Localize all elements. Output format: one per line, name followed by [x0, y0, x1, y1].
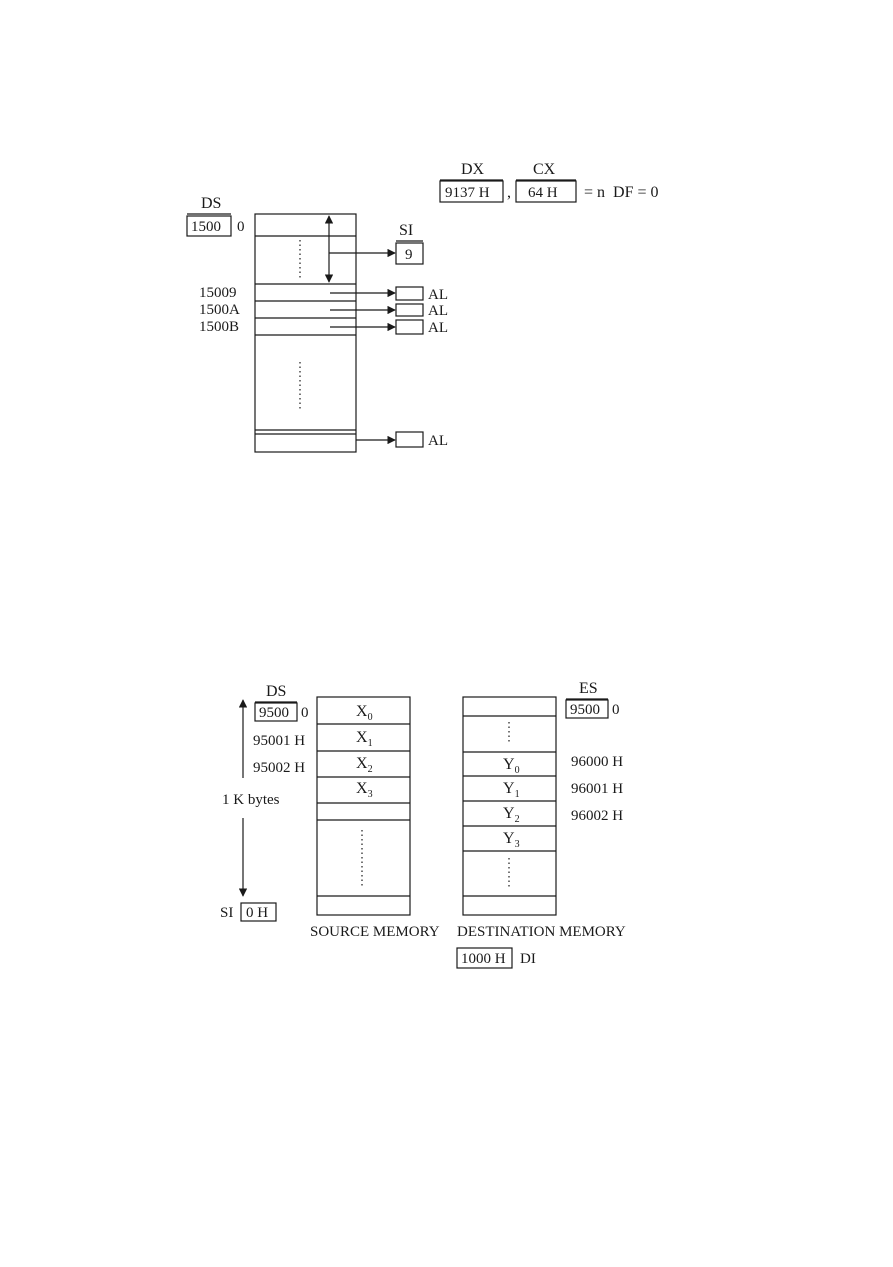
ds-value: 9500	[259, 705, 289, 721]
destination-cell: Y2	[503, 805, 520, 825]
al-label: AL	[428, 320, 448, 336]
al-label: AL	[428, 303, 448, 319]
cx-register-box	[515, 180, 577, 203]
al-label: AL	[428, 287, 448, 303]
separator: ,	[507, 184, 511, 201]
si-value: 0 H	[246, 905, 268, 921]
memory-block	[254, 213, 357, 453]
count-equation: = n DF = 0	[584, 184, 659, 201]
source-address-label: 95001 H	[253, 733, 305, 749]
dx-label: DX	[461, 161, 485, 178]
size-label: 1 K bytes	[222, 792, 280, 808]
address-label: 1500B	[199, 319, 239, 335]
al-register-box	[395, 286, 424, 301]
dx-value: 9137 H	[445, 185, 490, 201]
destination-cell: Y1	[503, 780, 520, 800]
source-address-label: 95002 H	[253, 760, 305, 776]
si-value: 9	[405, 247, 413, 263]
al-label: AL	[428, 433, 448, 449]
es-value: 9500	[570, 702, 600, 718]
ds-label: DS	[201, 195, 221, 212]
source-cell: X2	[356, 755, 373, 775]
si-label: SI	[399, 222, 413, 239]
source-cell: X3	[356, 780, 373, 800]
di-label: DI	[520, 951, 536, 967]
source-memory-caption: SOURCE MEMORY	[310, 924, 440, 940]
source-cell: X0	[356, 703, 373, 723]
cx-label: CX	[533, 161, 556, 178]
destination-cell: Y3	[503, 830, 520, 850]
ds-label: DS	[266, 683, 286, 700]
es-zero: 0	[612, 702, 620, 718]
si-register-box	[240, 902, 277, 922]
al-register-box	[395, 303, 424, 317]
source-memory-block	[316, 696, 411, 916]
ds-zero: 0	[237, 219, 245, 235]
di-value: 1000 H	[461, 951, 506, 967]
es-label: ES	[579, 680, 598, 697]
source-cell: X1	[356, 729, 373, 749]
address-label: 1500A	[199, 302, 240, 318]
ds-register-box	[186, 215, 232, 237]
al-register-box	[395, 431, 424, 448]
al-register-box	[395, 319, 424, 335]
address-label: 15009	[199, 285, 237, 301]
si-register-box	[395, 242, 424, 265]
si-label: SI	[220, 905, 233, 921]
cx-value: 64 H	[528, 185, 558, 201]
movsb-diagram: DS 9500 0 95001 H 95002 H 1 K bytes SI 0…	[220, 680, 626, 969]
ds-register-box	[254, 702, 298, 722]
destination-address-label: 96002 H	[571, 808, 623, 824]
destination-address-label: 96001 H	[571, 781, 623, 797]
destination-cell: Y0	[503, 756, 520, 776]
destination-memory-caption: DESTINATION MEMORY	[457, 924, 626, 940]
ds-value: 1500	[191, 219, 221, 235]
es-register-box	[565, 699, 609, 719]
lodsb-diagram: DX 9137 H , CX 64 H = n DF = 0 DS 1500 0	[186, 161, 659, 453]
destination-memory-block	[462, 696, 557, 916]
ds-zero: 0	[301, 705, 309, 721]
destination-address-label: 96000 H	[571, 754, 623, 770]
di-register-box	[456, 947, 513, 969]
dx-register-box	[439, 180, 504, 203]
